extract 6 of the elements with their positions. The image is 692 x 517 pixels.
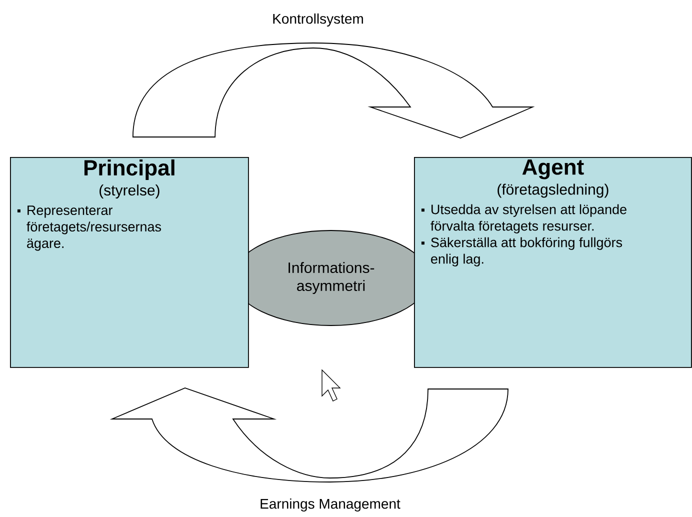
curved-arrow (112, 388, 508, 482)
text-box: Principal (styrelse) Representerar företagets/resursernas ägare. (10, 157, 249, 368)
edge-label: Earnings Management (258, 497, 402, 513)
curved-arrow (132, 42, 534, 138)
edge-label: Kontrollsystem (271, 12, 365, 28)
text-box: Agent (företagsledning) Utsedda av styrelsen att löpande förvalta företagets resurser. Säkerställa att bokföring fullgörs enlig lag. (414, 157, 692, 368)
